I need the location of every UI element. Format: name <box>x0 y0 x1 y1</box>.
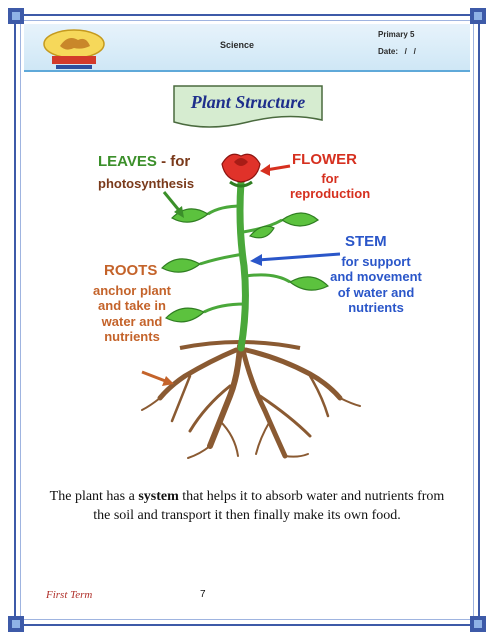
leaves-description: photosynthesis <box>98 176 195 191</box>
stem-label: STEM <box>345 233 387 250</box>
stem-illustration <box>236 178 249 352</box>
leaves-suffix: - for <box>156 153 191 170</box>
stem-arrow-icon <box>250 252 341 266</box>
corner-ornament-icon <box>6 614 26 634</box>
plant-diagram <box>141 153 361 459</box>
body-text-before: The plant has a <box>49 489 139 504</box>
title-banner <box>168 82 328 132</box>
corner-ornament-icon <box>468 614 488 634</box>
leaves-title: LEAVES <box>98 153 157 170</box>
roots-description: anchor plant and take in water and nutri… <box>92 283 171 344</box>
body-emphasis: system <box>138 489 179 504</box>
flower-arrow-icon <box>260 164 291 176</box>
flower-description: for reproduction <box>290 171 371 202</box>
footer-term: First Term <box>46 589 93 601</box>
page-border <box>14 14 480 626</box>
subject-label: Science <box>220 40 255 50</box>
date-field: Date: / / <box>378 47 416 56</box>
corner-ornament-icon <box>468 6 488 26</box>
flower-label: FLOWER <box>292 151 357 168</box>
page-title: Plant Structure <box>190 92 306 112</box>
leaves-label: LEAVES - for <box>98 153 190 171</box>
body-paragraph: The plant has a system that helps it to … <box>40 488 454 526</box>
roots-label: ROOTS <box>104 262 158 279</box>
page-inner-border <box>20 20 474 620</box>
school-logo <box>34 26 114 70</box>
page-number: 7 <box>200 589 206 600</box>
roots-arrow-icon <box>141 370 174 386</box>
roots-illustration <box>141 343 361 459</box>
body-text-after: that helps it to absorb water and nutrie… <box>93 489 445 523</box>
flower-illustration <box>221 153 261 188</box>
grade-label: Primary 5 <box>378 30 415 39</box>
corner-ornament-icon <box>6 6 26 26</box>
leaves-illustration <box>160 208 330 323</box>
leaves-arrow-icon <box>162 191 184 218</box>
stem-description: for support and movement of water and nu… <box>330 254 422 315</box>
